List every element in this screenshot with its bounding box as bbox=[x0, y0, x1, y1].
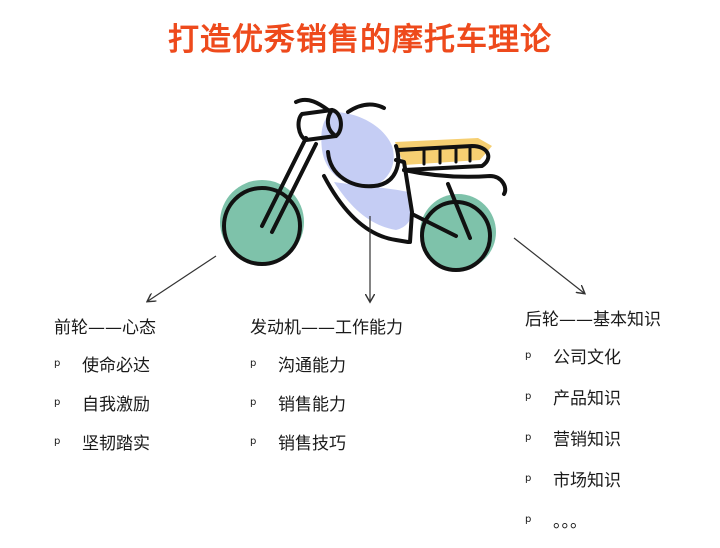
front-wheel bbox=[222, 186, 302, 266]
bullet-icon: p bbox=[250, 358, 257, 369]
bullet-icon: p bbox=[525, 350, 532, 361]
arrow-front bbox=[148, 255, 217, 301]
group-heading: 发动机——工作能力 bbox=[250, 318, 403, 338]
handlebar bbox=[294, 97, 330, 112]
engine-block bbox=[394, 158, 414, 244]
tank-fill bbox=[321, 112, 394, 188]
lower-frame bbox=[322, 174, 410, 244]
bullet-icon: p bbox=[54, 397, 61, 408]
bullet-icon: p bbox=[54, 358, 61, 369]
bullet-icon: p bbox=[54, 436, 61, 447]
rear-strut bbox=[446, 182, 472, 240]
motorcycle-icon bbox=[0, 97, 720, 533]
list-item: p。。。 bbox=[525, 512, 587, 532]
group-heading: 前轮——心态 bbox=[54, 318, 156, 338]
arrow-rear bbox=[513, 237, 584, 293]
bullet-icon: p bbox=[250, 397, 257, 408]
group-heading: 后轮——基本知识 bbox=[525, 310, 661, 330]
seat-fill bbox=[395, 138, 492, 165]
bullet-icon: p bbox=[525, 391, 532, 402]
seat-outline bbox=[396, 144, 491, 172]
rear-wheel-fill bbox=[420, 194, 496, 270]
tank-outline bbox=[326, 144, 401, 189]
page-title: 打造优秀销售的摩托车理论 bbox=[168, 22, 552, 58]
bullet-icon: p bbox=[250, 436, 257, 447]
bullet-icon: p bbox=[525, 514, 532, 525]
engine-fill bbox=[334, 182, 412, 230]
handlebar-right bbox=[346, 102, 386, 114]
bullet-icon: p bbox=[525, 432, 532, 443]
front-fork-left bbox=[260, 136, 308, 228]
headlight-lens bbox=[325, 108, 338, 138]
tail bbox=[402, 168, 508, 196]
bullet-icon: p bbox=[525, 473, 532, 484]
swing-arm bbox=[410, 212, 458, 238]
front-fork-right bbox=[270, 142, 318, 234]
